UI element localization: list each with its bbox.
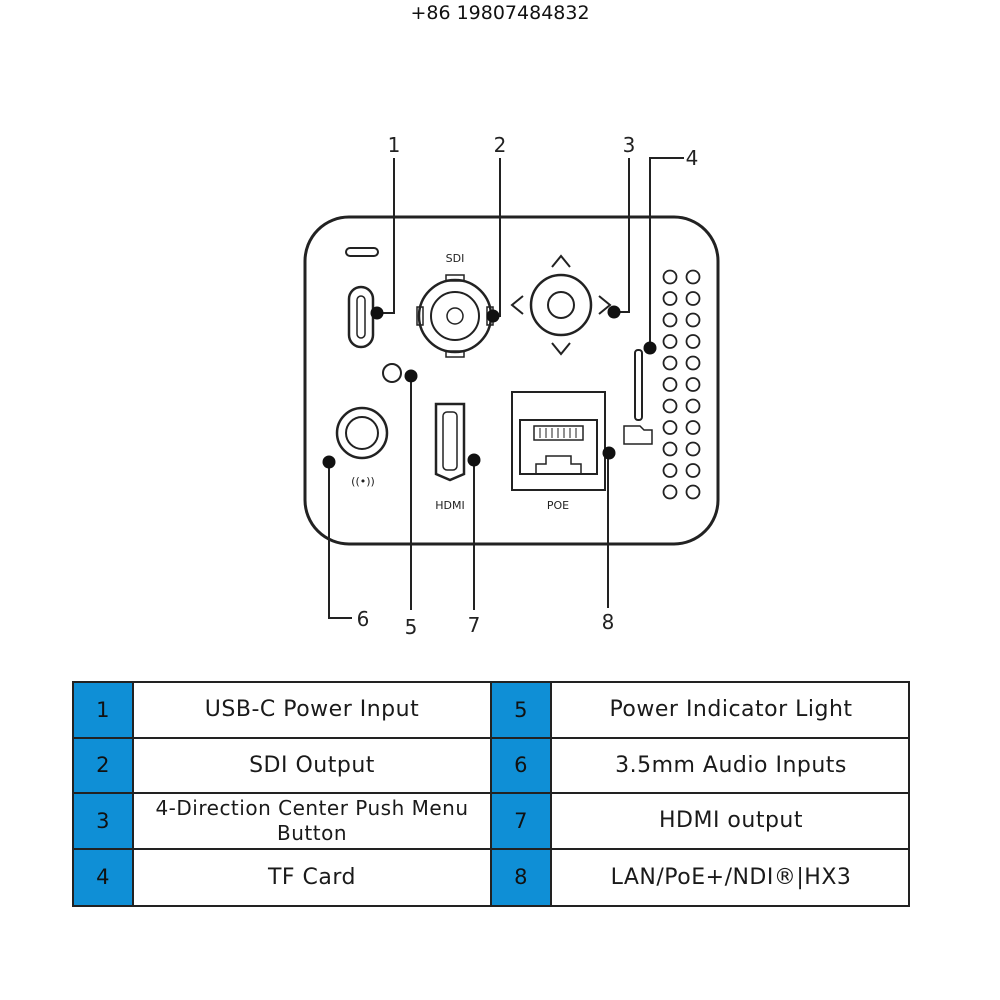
vent-hole [662, 334, 678, 349]
vent-hole [662, 269, 678, 285]
legend-number: 2 [74, 738, 134, 794]
vent-hole [662, 463, 678, 478]
vent-hole [662, 312, 678, 328]
poe-rj45-port [511, 391, 606, 491]
callout-dot-3 [607, 305, 621, 319]
legend-number: 3 [74, 794, 134, 850]
legend-number: 7 [492, 794, 552, 850]
vent-hole [662, 420, 678, 435]
camera-rear-panel-diagram: SDI ((•)) HDMI POE [303, 133, 720, 639]
usb-c-top-slot [345, 247, 379, 257]
vent-hole [685, 312, 701, 328]
vent-hole [685, 441, 701, 457]
vent-hole [662, 484, 678, 500]
callout-number-3: 3 [623, 133, 636, 157]
vent-holes [662, 269, 701, 500]
sdi-label: SDI [446, 252, 465, 265]
legend-description: Power Indicator Light [552, 683, 910, 739]
vent-hole [662, 398, 678, 414]
audio-label: ((•)) [351, 475, 375, 488]
legend-number: 6 [492, 738, 552, 794]
hdmi-port [434, 402, 466, 482]
power-indicator-light [382, 363, 402, 383]
vent-hole [685, 269, 701, 285]
legend-description: TF Card [134, 849, 492, 905]
legend-description: 4-Direction Center Push Menu Button [134, 794, 492, 850]
callout-dot-4 [643, 341, 657, 355]
callout-number-4: 4 [686, 146, 699, 170]
legend-description: HDMI output [552, 794, 910, 850]
vent-hole [685, 355, 701, 371]
vent-hole [685, 334, 701, 349]
vent-hole [685, 463, 701, 478]
camera-body-outline [303, 215, 720, 546]
legend-number: 5 [492, 683, 552, 739]
callout-number-8: 8 [602, 610, 615, 634]
vent-hole [685, 398, 701, 414]
callout-dot-7 [467, 453, 481, 467]
legend-number: 8 [492, 849, 552, 905]
callout-lines [328, 157, 684, 619]
tf-card-slot [634, 349, 643, 421]
legend-number: 1 [74, 683, 134, 739]
callout-number-6: 6 [357, 607, 370, 631]
callout-number-5: 5 [405, 615, 418, 639]
phone-number: +86 19807484832 [410, 2, 590, 24]
vent-hole [662, 355, 678, 371]
joystick-button [510, 254, 612, 356]
legend-number: 4 [74, 849, 134, 905]
tf-card-icon [623, 425, 653, 445]
hdmi-label: HDMI [435, 499, 464, 512]
callout-dot-2 [486, 309, 500, 323]
poe-label: POE [547, 499, 569, 512]
sdi-bnc-connector [416, 274, 494, 358]
vent-hole [685, 420, 701, 435]
usb-c-port-inner [356, 295, 366, 339]
callout-dot-6 [322, 455, 336, 469]
vent-hole [685, 484, 701, 500]
vent-hole [685, 377, 701, 392]
callout-dot-1 [370, 306, 384, 320]
legend-description: 3.5mm Audio Inputs [552, 739, 910, 794]
audio-jack [335, 406, 389, 460]
legend-description: LAN/PoE+/NDI®|HX3 [610, 864, 852, 890]
vent-hole [685, 291, 701, 306]
legend-description: USB-C Power Input [134, 683, 492, 739]
callout-number-7: 7 [468, 613, 481, 637]
vent-hole [662, 377, 678, 392]
legend-description: SDI Output [134, 738, 492, 794]
callout-number-2: 2 [494, 133, 507, 157]
vent-hole [662, 291, 678, 306]
callout-dot-5 [404, 369, 418, 383]
vent-hole [662, 441, 678, 457]
callout-dot-8 [602, 446, 616, 460]
callout-dots [322, 305, 657, 469]
callout-number-1: 1 [388, 133, 401, 157]
